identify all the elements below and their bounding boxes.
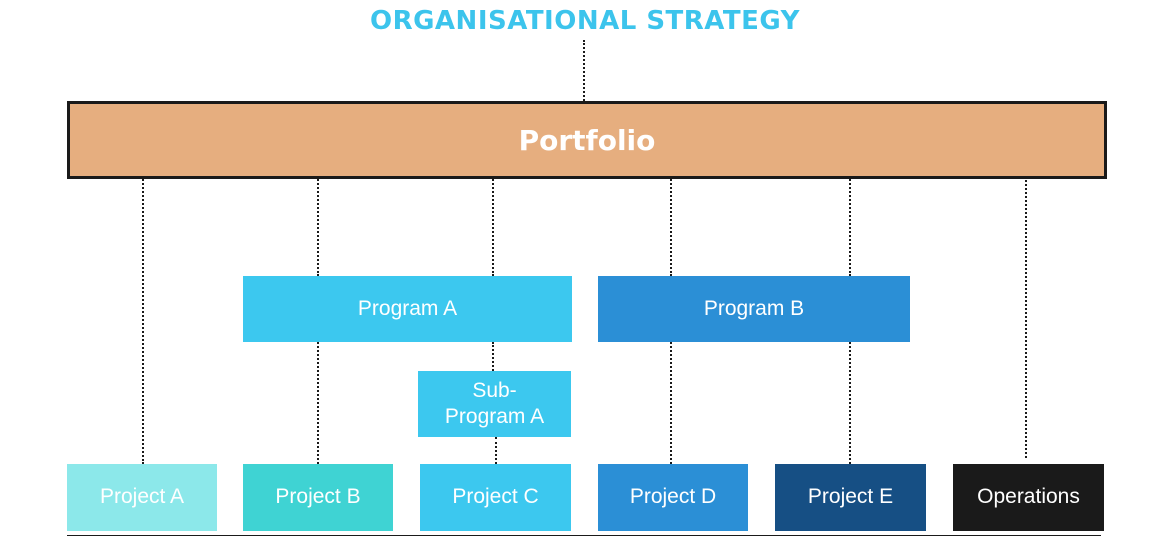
portfolio-label: Portfolio bbox=[518, 123, 656, 157]
connector-portfolio-program-b-right bbox=[849, 176, 851, 276]
project-b-box: Project B bbox=[243, 464, 393, 531]
operations-label: Operations bbox=[977, 485, 1080, 509]
connector-portfolio-program-a-left bbox=[317, 176, 319, 276]
project-c-label: Project C bbox=[452, 485, 539, 509]
portfolio-box: Portfolio bbox=[67, 101, 1107, 179]
project-a-box: Project A bbox=[67, 464, 217, 531]
subprogram-label-line2: Program A bbox=[444, 405, 545, 428]
diagram-title: ORGANISATIONAL STRATEGY bbox=[369, 6, 801, 36]
project-d-box: Project D bbox=[598, 464, 748, 531]
connector-subprogram-project-c bbox=[495, 437, 497, 464]
project-b-label: Project B bbox=[275, 485, 361, 509]
connector-program-b-project-d bbox=[670, 342, 672, 464]
program-a-box: Program A bbox=[243, 276, 572, 342]
project-e-box: Project E bbox=[775, 464, 926, 531]
project-e-label: Project E bbox=[807, 485, 894, 509]
subprogram-a-box: Sub- Program A bbox=[418, 371, 571, 437]
project-c-box: Project C bbox=[420, 464, 571, 531]
connector-portfolio-project-a bbox=[142, 176, 144, 464]
project-a-label: Project A bbox=[99, 485, 185, 509]
connector-strategy-portfolio bbox=[583, 40, 585, 101]
program-a-label: Program A bbox=[357, 296, 458, 320]
program-b-label: Program B bbox=[703, 296, 805, 320]
program-b-box: Program B bbox=[598, 276, 910, 342]
connector-program-a-subprogram bbox=[492, 342, 494, 371]
connector-portfolio-operations bbox=[1025, 176, 1027, 458]
connector-program-b-project-e bbox=[849, 342, 851, 464]
connector-program-a-project-b bbox=[317, 342, 319, 464]
connector-portfolio-program-a-right bbox=[492, 176, 494, 276]
connector-portfolio-program-b-left bbox=[670, 176, 672, 276]
project-d-label: Project D bbox=[629, 485, 717, 509]
operations-box: Operations bbox=[953, 464, 1104, 531]
subprogram-label-line1: Sub- bbox=[472, 378, 517, 402]
